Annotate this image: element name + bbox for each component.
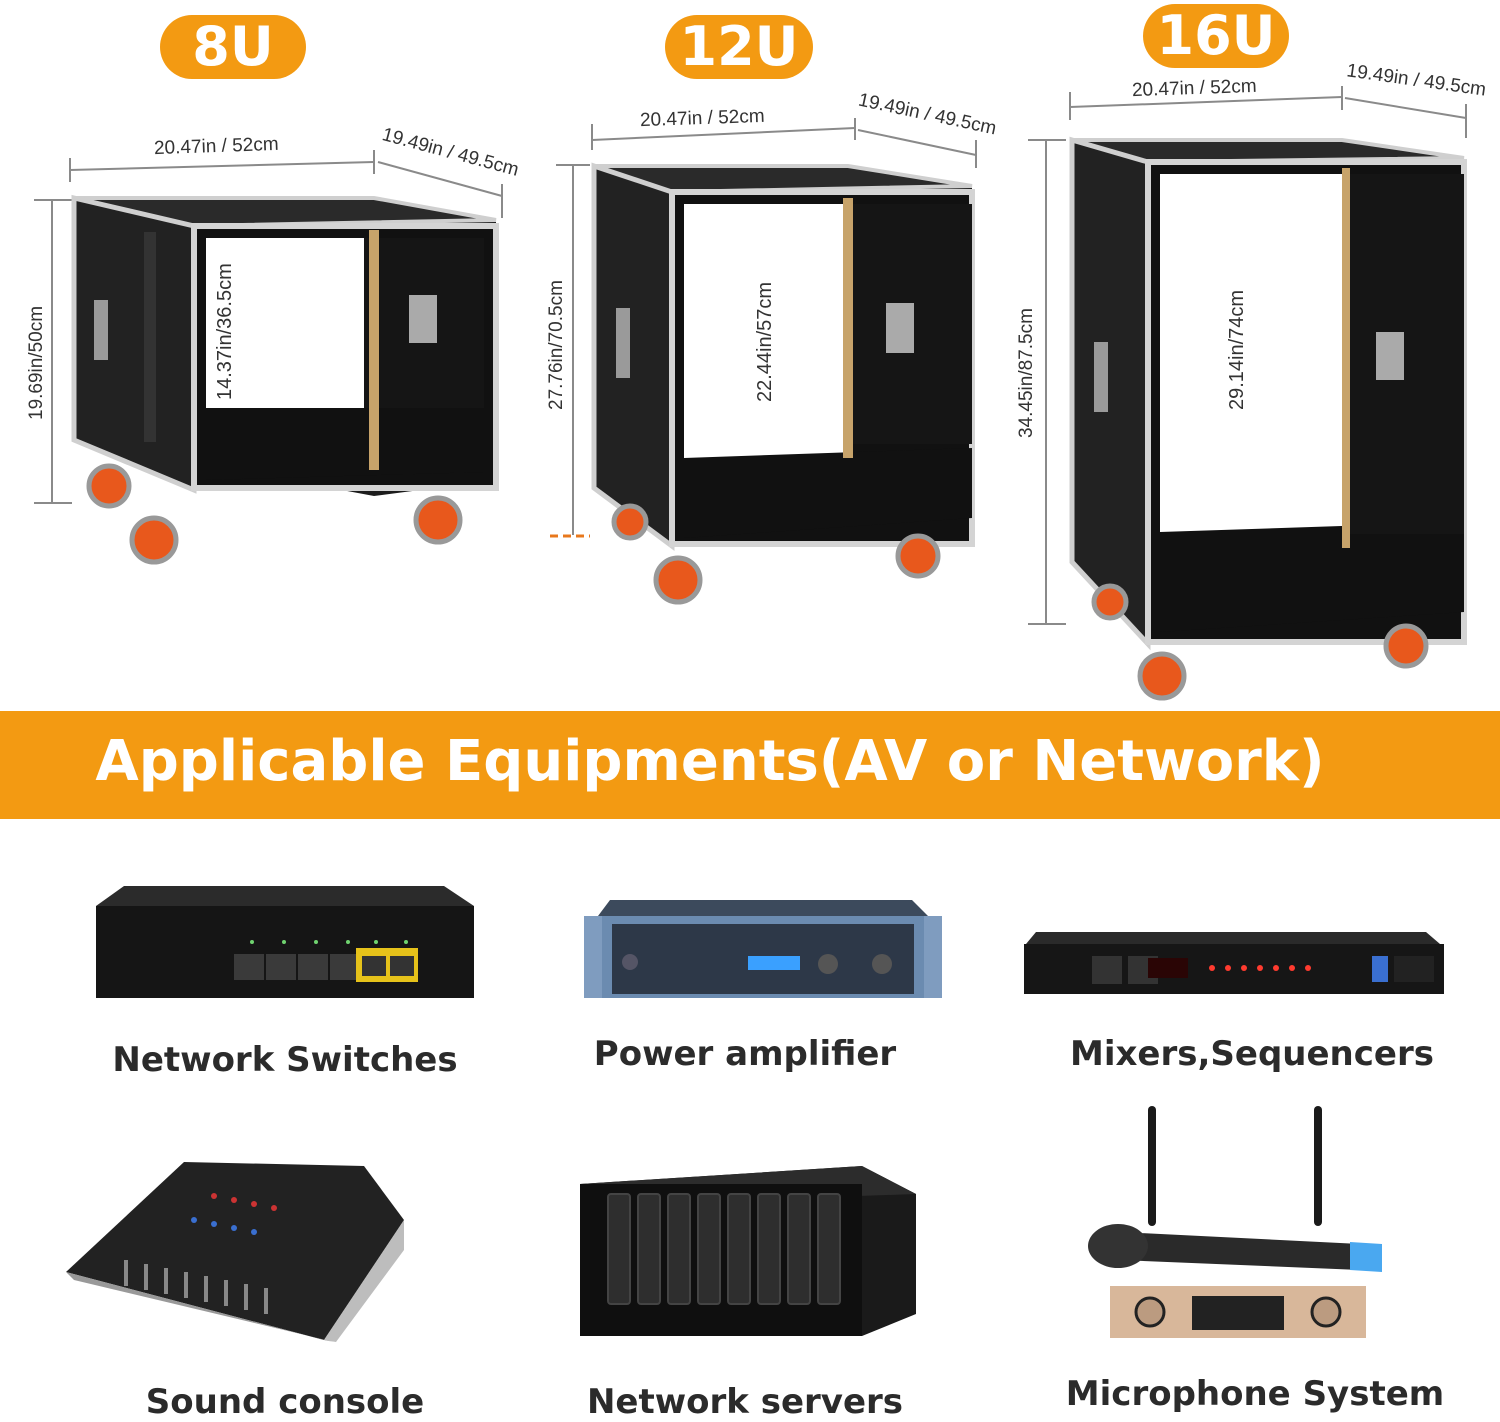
microphone-system-image: [1088, 1106, 1382, 1338]
rack-8u-image: [71, 194, 499, 565]
sequencer-image: [1024, 932, 1444, 994]
equipment-label-network-switches: Network Switches: [112, 1040, 458, 1080]
banner-title: Applicable Equipments(AV or Network): [95, 729, 1325, 794]
rack-12u-width-label: 20.47in / 52cm: [639, 105, 765, 132]
equipment-label-sound-console: Sound console: [145, 1382, 425, 1422]
rack-12u-inner-label: 22.44in/57cm: [754, 281, 776, 402]
rack-8u-width-label: 20.47in / 52cm: [153, 133, 279, 160]
rack-16u-image: [1069, 136, 1467, 701]
rack-16u-width-label: 20.47in / 52cm: [1131, 75, 1257, 102]
network-server-image: [580, 1166, 916, 1336]
rack-8u-height-label: 19.69in/50cm: [26, 305, 47, 420]
power-amplifier-image: [584, 900, 942, 998]
equipment-label-network-servers: Network servers: [586, 1382, 904, 1422]
section-banner: Applicable Equipments(AV or Network): [0, 711, 1500, 819]
network-switch-image: [96, 886, 474, 998]
equipment-label-microphone-system: Microphone System: [1065, 1374, 1445, 1414]
rack-12u-height-label: 27.76in/70.5cm: [546, 280, 567, 410]
size-badge-12u: 12U: [665, 15, 813, 79]
sound-console-image: [66, 1162, 404, 1342]
rack-16u-inner-label: 29.14in/74cm: [1226, 289, 1248, 410]
equipment-label-mixers-sequencers: Mixers,Sequencers: [1070, 1034, 1434, 1074]
size-badge-8u: 8U: [160, 15, 306, 79]
rack-12u-image: [591, 162, 975, 605]
rack-16u-height-label: 34.45in/87.5cm: [1016, 308, 1037, 438]
size-badge-16u: 16U: [1143, 4, 1289, 68]
equipment-label-power-amplifier: Power amplifier: [593, 1034, 897, 1074]
rack-8u-inner-label: 14.37in/36.5cm: [214, 263, 236, 400]
